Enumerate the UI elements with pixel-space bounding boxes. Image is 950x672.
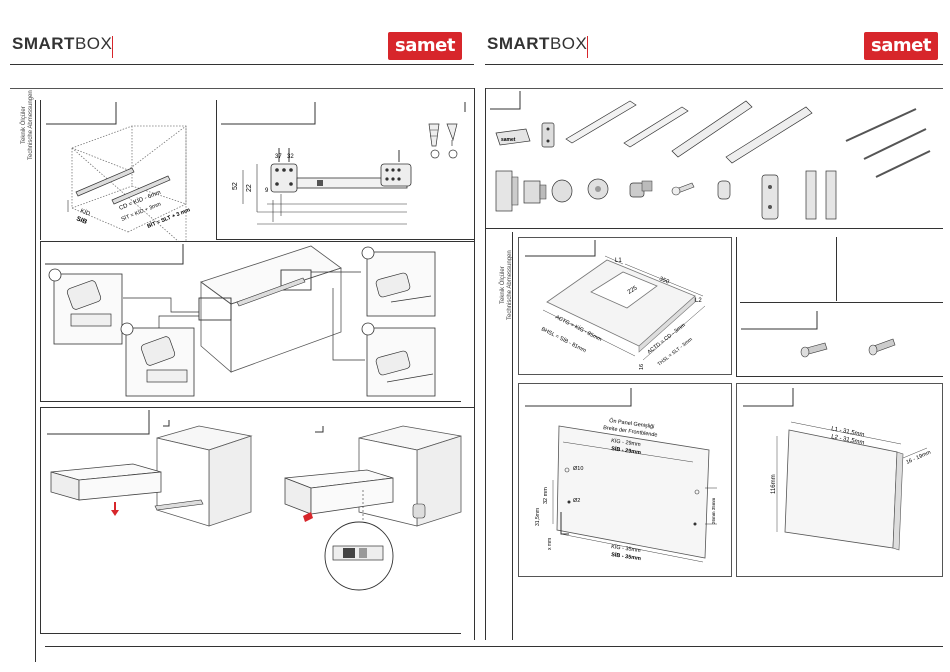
right-header-rule xyxy=(485,64,943,65)
front-bottom-sib: SİB - 35mm xyxy=(611,551,642,562)
bracket-icon xyxy=(495,170,519,212)
screw-icon xyxy=(446,123,458,159)
screw-icon xyxy=(671,182,695,196)
front-dim-315: 31,5mm xyxy=(535,508,541,526)
kid-label: KİD xyxy=(79,207,92,217)
page-split-right xyxy=(485,88,486,640)
screw-icon xyxy=(800,342,828,358)
front-d2: Ø2 xyxy=(573,498,580,504)
rail-dim-22: 22 xyxy=(246,184,253,192)
lever-icon xyxy=(412,503,426,519)
left-brand-bold: SMART xyxy=(12,34,75,53)
screw-panel-top xyxy=(740,302,943,303)
left-brand-light: BOX xyxy=(74,34,113,53)
cam-1-icon xyxy=(551,179,573,203)
right-side-label-1: Teknik Ölçüler xyxy=(500,266,506,304)
drawer-panel-bottom xyxy=(40,633,461,634)
bottom-panel-frame xyxy=(518,237,732,375)
left-side-label-2: Technische Abmessungen xyxy=(28,90,34,160)
front-bottom-kig: KİG - 35mm xyxy=(611,543,642,554)
drawer-panel-top xyxy=(40,407,474,408)
rod-3-icon xyxy=(875,150,931,178)
front-top-kig: KİG - 29mm xyxy=(611,437,642,448)
screw-icon xyxy=(428,123,440,159)
hardware-panel-bottom xyxy=(485,228,943,229)
left-margin-line xyxy=(35,100,36,662)
screw-panel-left xyxy=(736,237,737,376)
rail-dim-32: 32 xyxy=(287,154,294,160)
rail-dim-9: 9 xyxy=(265,188,269,194)
panel-height: 116mm xyxy=(771,474,777,494)
right-subheader-rule xyxy=(485,88,943,89)
dowel-icon xyxy=(629,180,653,198)
left-subheader-rule xyxy=(10,88,474,89)
install-panel-bottom xyxy=(40,401,461,402)
screw-icon xyxy=(868,338,896,356)
drawer-panel-left xyxy=(40,407,41,633)
front-top-sib: SİB - 29mm xyxy=(611,445,642,456)
dim-l2: L2 xyxy=(695,298,702,304)
front-side-dim: 26mm 35mm xyxy=(711,497,716,524)
hinge-block-icon xyxy=(761,174,779,220)
svg-text:samet: samet xyxy=(501,137,516,143)
cabinet-panel-left xyxy=(40,100,41,240)
install-diagram xyxy=(45,244,436,397)
side-wall-2-icon xyxy=(725,106,813,164)
left-samet-logo: samet xyxy=(388,32,462,60)
rail-dim-52: 52 xyxy=(232,182,239,190)
panel-size-frame xyxy=(736,383,943,577)
label-plate-icon: samet xyxy=(495,128,531,146)
right-brand-divider xyxy=(587,36,588,58)
rail-diagram: 52 22 37 32 9 xyxy=(221,102,466,225)
rail-panel-left xyxy=(216,100,217,240)
install-panel-top xyxy=(40,241,474,242)
cam-2-icon xyxy=(587,178,609,200)
plug-icon xyxy=(717,180,731,200)
right-margin-line xyxy=(512,232,513,640)
side-wall-1-icon xyxy=(671,100,753,158)
bottom-panel-diagram: L1 350 L2 225 ACTG = KİG - 85mm BHSL = S… xyxy=(525,240,706,370)
install-panel-left xyxy=(40,241,41,401)
right-samet-logo: samet xyxy=(864,32,938,60)
left-header-rule xyxy=(10,64,474,65)
rod-1-icon xyxy=(845,108,917,142)
left-brand-divider xyxy=(112,36,113,58)
left-side-label-1: Teknik Ölçüler xyxy=(21,106,27,144)
rail-dim-37: 37 xyxy=(275,154,282,160)
right-brand-bold: SMART xyxy=(487,34,550,53)
panel-thickness: 16 - 19mm xyxy=(905,449,932,465)
dim-350: 350 xyxy=(658,276,670,286)
front-panel-diagram: Ön Panel Genişliği Breite der Frontblend… xyxy=(525,388,717,563)
right-brand-light: BOX xyxy=(549,34,588,53)
cabinet-diagram: KİD SIB CD = KİD - 6mm SİT = KİD + 3mm B… xyxy=(46,102,191,242)
rail-1-icon xyxy=(565,100,637,144)
rail-2-icon xyxy=(623,106,689,148)
hardware-parts: samet xyxy=(490,91,931,220)
front-dim-32: 32 mm xyxy=(543,487,549,504)
left-brand: SMARTBOX xyxy=(12,34,112,54)
left-side-label: Teknik Ölçüler Technische Abmessungen xyxy=(21,90,35,160)
panel-size-diagram: L1 - 31,5mm L2 - 31,5mm 116mm 16 - 19mm xyxy=(743,388,932,551)
front-panel-frame xyxy=(518,383,732,577)
clip-icon xyxy=(541,122,555,148)
dim-16: 16 xyxy=(639,364,645,370)
footer-rule xyxy=(45,646,943,647)
screw-panel-divider xyxy=(836,237,837,301)
front-d10: Ø10 xyxy=(573,466,583,472)
front-dim-x: x mm xyxy=(547,538,553,550)
dim-225: 225 xyxy=(627,285,639,296)
side-bracket-icon xyxy=(805,170,837,220)
page-split-left xyxy=(474,88,475,640)
drawer-diagram xyxy=(47,410,462,591)
screw-panel-bottom xyxy=(736,376,943,377)
rail-panel-bottom xyxy=(216,239,474,240)
right-brand: SMARTBOX xyxy=(487,34,587,54)
dim-l1: L1 xyxy=(615,258,622,264)
rod-2-icon xyxy=(863,128,927,160)
screw-diagram xyxy=(741,311,896,358)
sib-label: SIB xyxy=(75,215,88,226)
front-clip-icon xyxy=(523,180,547,204)
